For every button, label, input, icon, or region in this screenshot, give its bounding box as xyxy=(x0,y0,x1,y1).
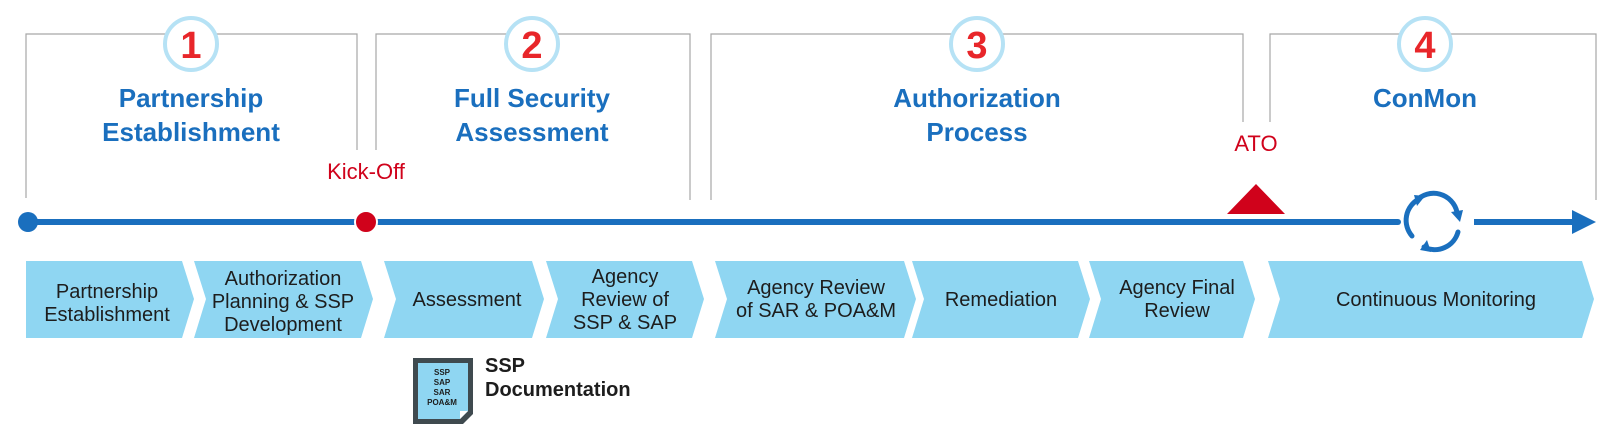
phase-1-number-badge: 1 xyxy=(163,16,219,72)
phase-1-number: 1 xyxy=(180,25,201,67)
phase-4-title-line-1: ConMon xyxy=(1373,83,1477,113)
step-3-label-line-1: Assessment xyxy=(413,289,522,311)
step-2-label-line-1: Authorization xyxy=(225,268,342,290)
documentation-icon: SSP SAP SAR POA&M xyxy=(413,358,473,424)
step-8-chevron xyxy=(1268,261,1594,338)
step-2-label-line-2: Planning & SSP xyxy=(212,291,354,313)
step-7-chevron xyxy=(1089,261,1255,338)
phase-2-title-line-2: Assessment xyxy=(455,117,609,147)
step-1-label-line-2: Establishment xyxy=(44,304,170,326)
step-4-label-line-1: Agency xyxy=(592,266,659,288)
ato-label: ATO xyxy=(1234,131,1277,156)
step-5-chevron xyxy=(715,261,916,338)
cycle-icon xyxy=(1403,190,1463,253)
kickoff-label: Kick-Off xyxy=(327,159,406,184)
step-1-chevron xyxy=(26,261,194,338)
step-labels: Partnership Establishment Authorization … xyxy=(44,266,1536,336)
phase-3-number: 3 xyxy=(966,25,987,67)
phase-1-title-line-1: Partnership xyxy=(119,83,264,113)
step-2-chevron xyxy=(194,261,373,338)
step-7-label-line-1: Agency Final xyxy=(1119,277,1235,299)
phase-2-number-badge: 2 xyxy=(504,16,560,72)
doc-icon-line-4: POA&M xyxy=(427,398,457,407)
phase-3-title-line-2: Process xyxy=(926,117,1027,147)
kickoff-marker xyxy=(354,210,378,234)
step-8-label-line-1: Continuous Monitoring xyxy=(1336,289,1536,311)
phase-4-number: 4 xyxy=(1414,25,1435,67)
step-1-label-line-1: Partnership xyxy=(56,281,158,303)
step-4-label-line-2: Review of xyxy=(581,289,669,311)
step-4-chevron xyxy=(546,261,704,338)
step-4-label-line-3: SSP & SAP xyxy=(573,312,677,334)
phase-1-title-line-2: Establishment xyxy=(102,117,280,147)
step-6-label-line-1: Remediation xyxy=(945,289,1057,311)
documentation-caption-line-2: Documentation xyxy=(485,379,631,401)
ato-marker xyxy=(1227,184,1285,214)
phase-4-number-badge: 4 xyxy=(1397,16,1453,72)
timeline-arrowhead xyxy=(1572,210,1596,234)
phase-2-number: 2 xyxy=(521,25,542,67)
doc-icon-line-2: SAP xyxy=(434,378,451,387)
process-steps xyxy=(26,261,1594,338)
step-5-label-line-1: Agency Review xyxy=(747,277,885,299)
step-7-label-line-2: Review xyxy=(1144,300,1210,322)
phase-3-title-line-1: Authorization xyxy=(893,83,1061,113)
phase-3-number-badge: 3 xyxy=(949,16,1005,72)
timeline-start-dot xyxy=(18,212,38,232)
documentation-caption-line-1: SSP xyxy=(485,355,525,377)
phase-2-title-line-1: Full Security xyxy=(454,83,611,113)
step-3-chevron xyxy=(384,261,544,338)
timeline xyxy=(18,184,1596,234)
step-6-chevron xyxy=(912,261,1090,338)
step-2-label-line-3: Development xyxy=(224,314,342,336)
doc-icon-line-3: SAR xyxy=(434,388,451,397)
doc-icon-line-1: SSP xyxy=(434,368,451,377)
step-5-label-line-2: of SAR & POA&M xyxy=(736,300,896,322)
